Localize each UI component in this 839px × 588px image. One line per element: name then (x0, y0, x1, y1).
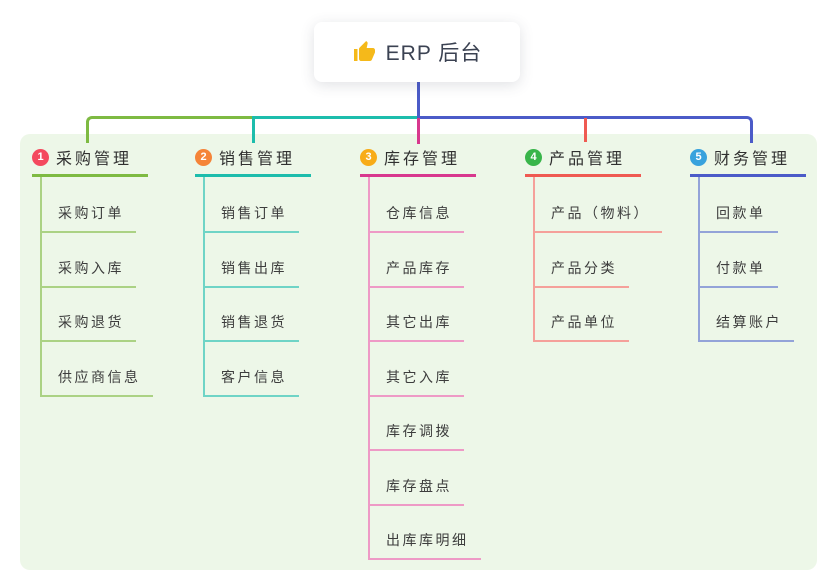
child-node[interactable]: 采购退货 (40, 312, 136, 342)
child-node[interactable]: 库存盘点 (368, 476, 464, 506)
branch-node-sales[interactable]: 2 销售管理 (195, 146, 311, 177)
connector-branch-1 (86, 116, 252, 143)
children-connector-line (698, 177, 700, 340)
child-node[interactable]: 产品单位 (533, 312, 629, 342)
branch-node-finance[interactable]: 5 财务管理 (690, 146, 806, 177)
children-connector-line (368, 177, 370, 558)
child-node[interactable]: 其它出库 (368, 312, 464, 342)
child-node[interactable]: 出库库明细 (368, 530, 481, 560)
children-connector-line (533, 177, 535, 340)
child-node[interactable]: 供应商信息 (40, 367, 153, 397)
branch-inventory: 3 库存管理 仓库信息 产品库存 其它出库 其它入库 库存调拨 库存盘点 出库库… (360, 146, 510, 560)
root-node-title: ERP 后台 (385, 42, 483, 65)
branch-finance: 5 财务管理 回款单 付款单 结算账户 (690, 146, 839, 342)
branch-number-badge: 5 (690, 148, 707, 166)
branch-purchase: 1 采购管理 采购订单 采购入库 采购退货 供应商信息 (32, 146, 182, 397)
thumbs-up-icon (353, 41, 375, 61)
child-node[interactable]: 销售退货 (203, 312, 299, 342)
branch-label: 财务管理 (714, 151, 791, 168)
branch-sales: 2 销售管理 销售订单 销售出库 销售退货 客户信息 (195, 146, 345, 397)
child-node[interactable]: 采购订单 (40, 203, 136, 233)
child-node[interactable]: 产品（物料） (533, 203, 662, 233)
child-node[interactable]: 产品库存 (368, 258, 464, 288)
branch-number-badge: 2 (195, 148, 212, 166)
child-node[interactable]: 销售订单 (203, 203, 299, 233)
child-node[interactable]: 其它入库 (368, 367, 464, 397)
branch-product: 4 产品管理 产品（物料） 产品分类 产品单位 (525, 146, 675, 342)
child-node[interactable]: 采购入库 (40, 258, 136, 288)
branch-number-badge: 3 (360, 148, 377, 166)
child-node[interactable]: 回款单 (698, 203, 778, 233)
connector-branch-3 (417, 118, 420, 144)
child-node[interactable]: 结算账户 (698, 312, 794, 342)
branch-label: 采购管理 (56, 151, 133, 168)
child-node[interactable]: 仓库信息 (368, 203, 464, 233)
child-node[interactable]: 客户信息 (203, 367, 299, 397)
child-node[interactable]: 付款单 (698, 258, 778, 288)
root-stem-connector (417, 82, 420, 118)
branch-label: 销售管理 (219, 151, 296, 168)
child-node[interactable]: 销售出库 (203, 258, 299, 288)
child-node[interactable]: 库存调拨 (368, 421, 464, 451)
branch-node-product[interactable]: 4 产品管理 (525, 146, 641, 177)
connector-branch-4 (584, 118, 587, 142)
root-node[interactable]: ERP 后台 (314, 22, 520, 82)
connector-branch-5 (417, 116, 753, 143)
branch-label: 产品管理 (549, 151, 626, 168)
branch-number-badge: 4 (525, 148, 542, 166)
branch-number-badge: 1 (32, 148, 49, 166)
branch-node-inventory[interactable]: 3 库存管理 (360, 146, 476, 177)
branch-node-purchase[interactable]: 1 采购管理 (32, 146, 148, 177)
child-node[interactable]: 产品分类 (533, 258, 629, 288)
connector-branch-2 (252, 116, 417, 143)
branch-label: 库存管理 (384, 151, 461, 168)
branches-group-panel (20, 134, 817, 570)
